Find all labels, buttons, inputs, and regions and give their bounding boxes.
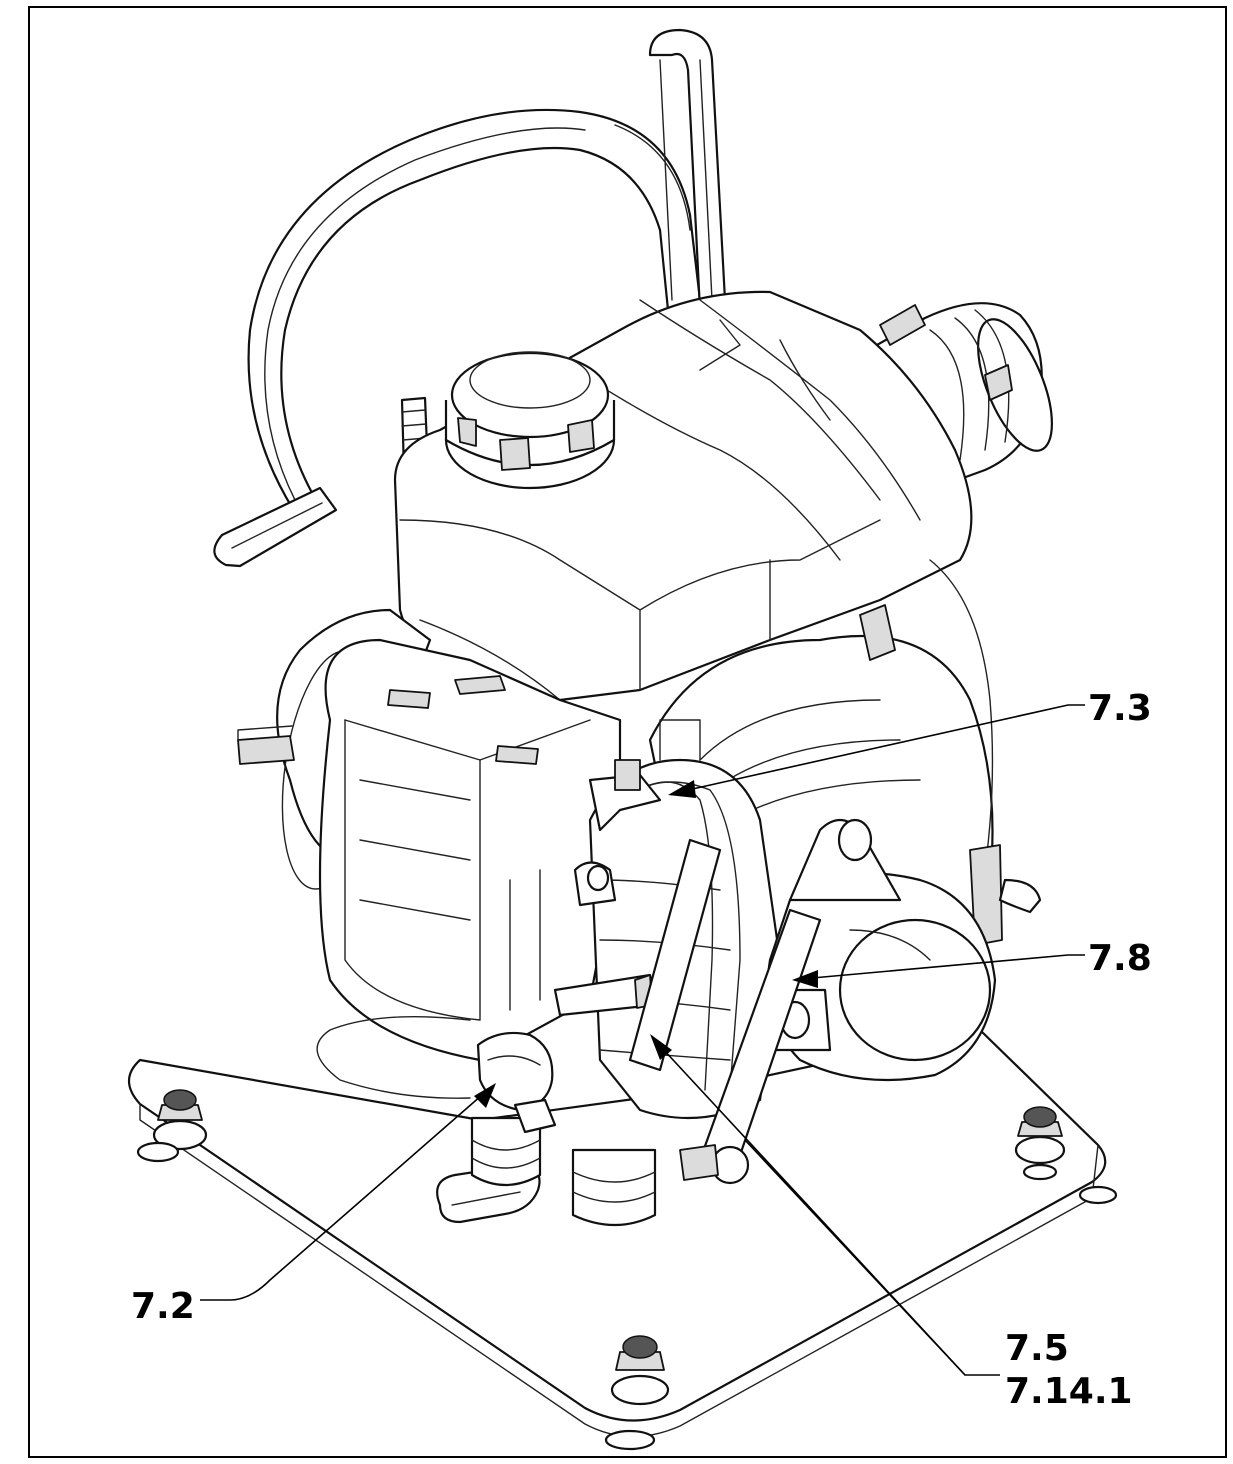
suction-cap — [766, 818, 997, 1082]
base-plate — [127, 1028, 1107, 1438]
base-nut-left — [152, 1089, 208, 1151]
callout-7-3: 7.3 — [1088, 688, 1152, 729]
fuel-line — [316, 1015, 471, 1099]
carry-handle — [247, 28, 727, 522]
leader-7-3 — [668, 704, 1085, 798]
base-nut-front — [610, 1335, 670, 1406]
callout-7-14-1: 7.14.1 — [1005, 1371, 1133, 1412]
leader-7-8 — [792, 954, 1085, 988]
throttle-link-rod — [628, 838, 822, 1185]
rubber-feet — [136, 1141, 1118, 1451]
base-nut-right — [1014, 1106, 1066, 1165]
fuel-valve — [476, 1031, 557, 1134]
callout-7-8: 7.8 — [1088, 938, 1152, 979]
choke-lever — [213, 486, 338, 568]
callout-7-2: 7.2 — [131, 1286, 195, 1327]
engine-block — [318, 638, 622, 1062]
leader-7-14-1 — [744, 1139, 966, 1376]
callout-7-5: 7.5 — [1005, 1328, 1069, 1369]
leader-7-2 — [200, 1083, 496, 1301]
fuel-cap — [444, 351, 616, 490]
vibration-mounts — [470, 1116, 657, 1227]
